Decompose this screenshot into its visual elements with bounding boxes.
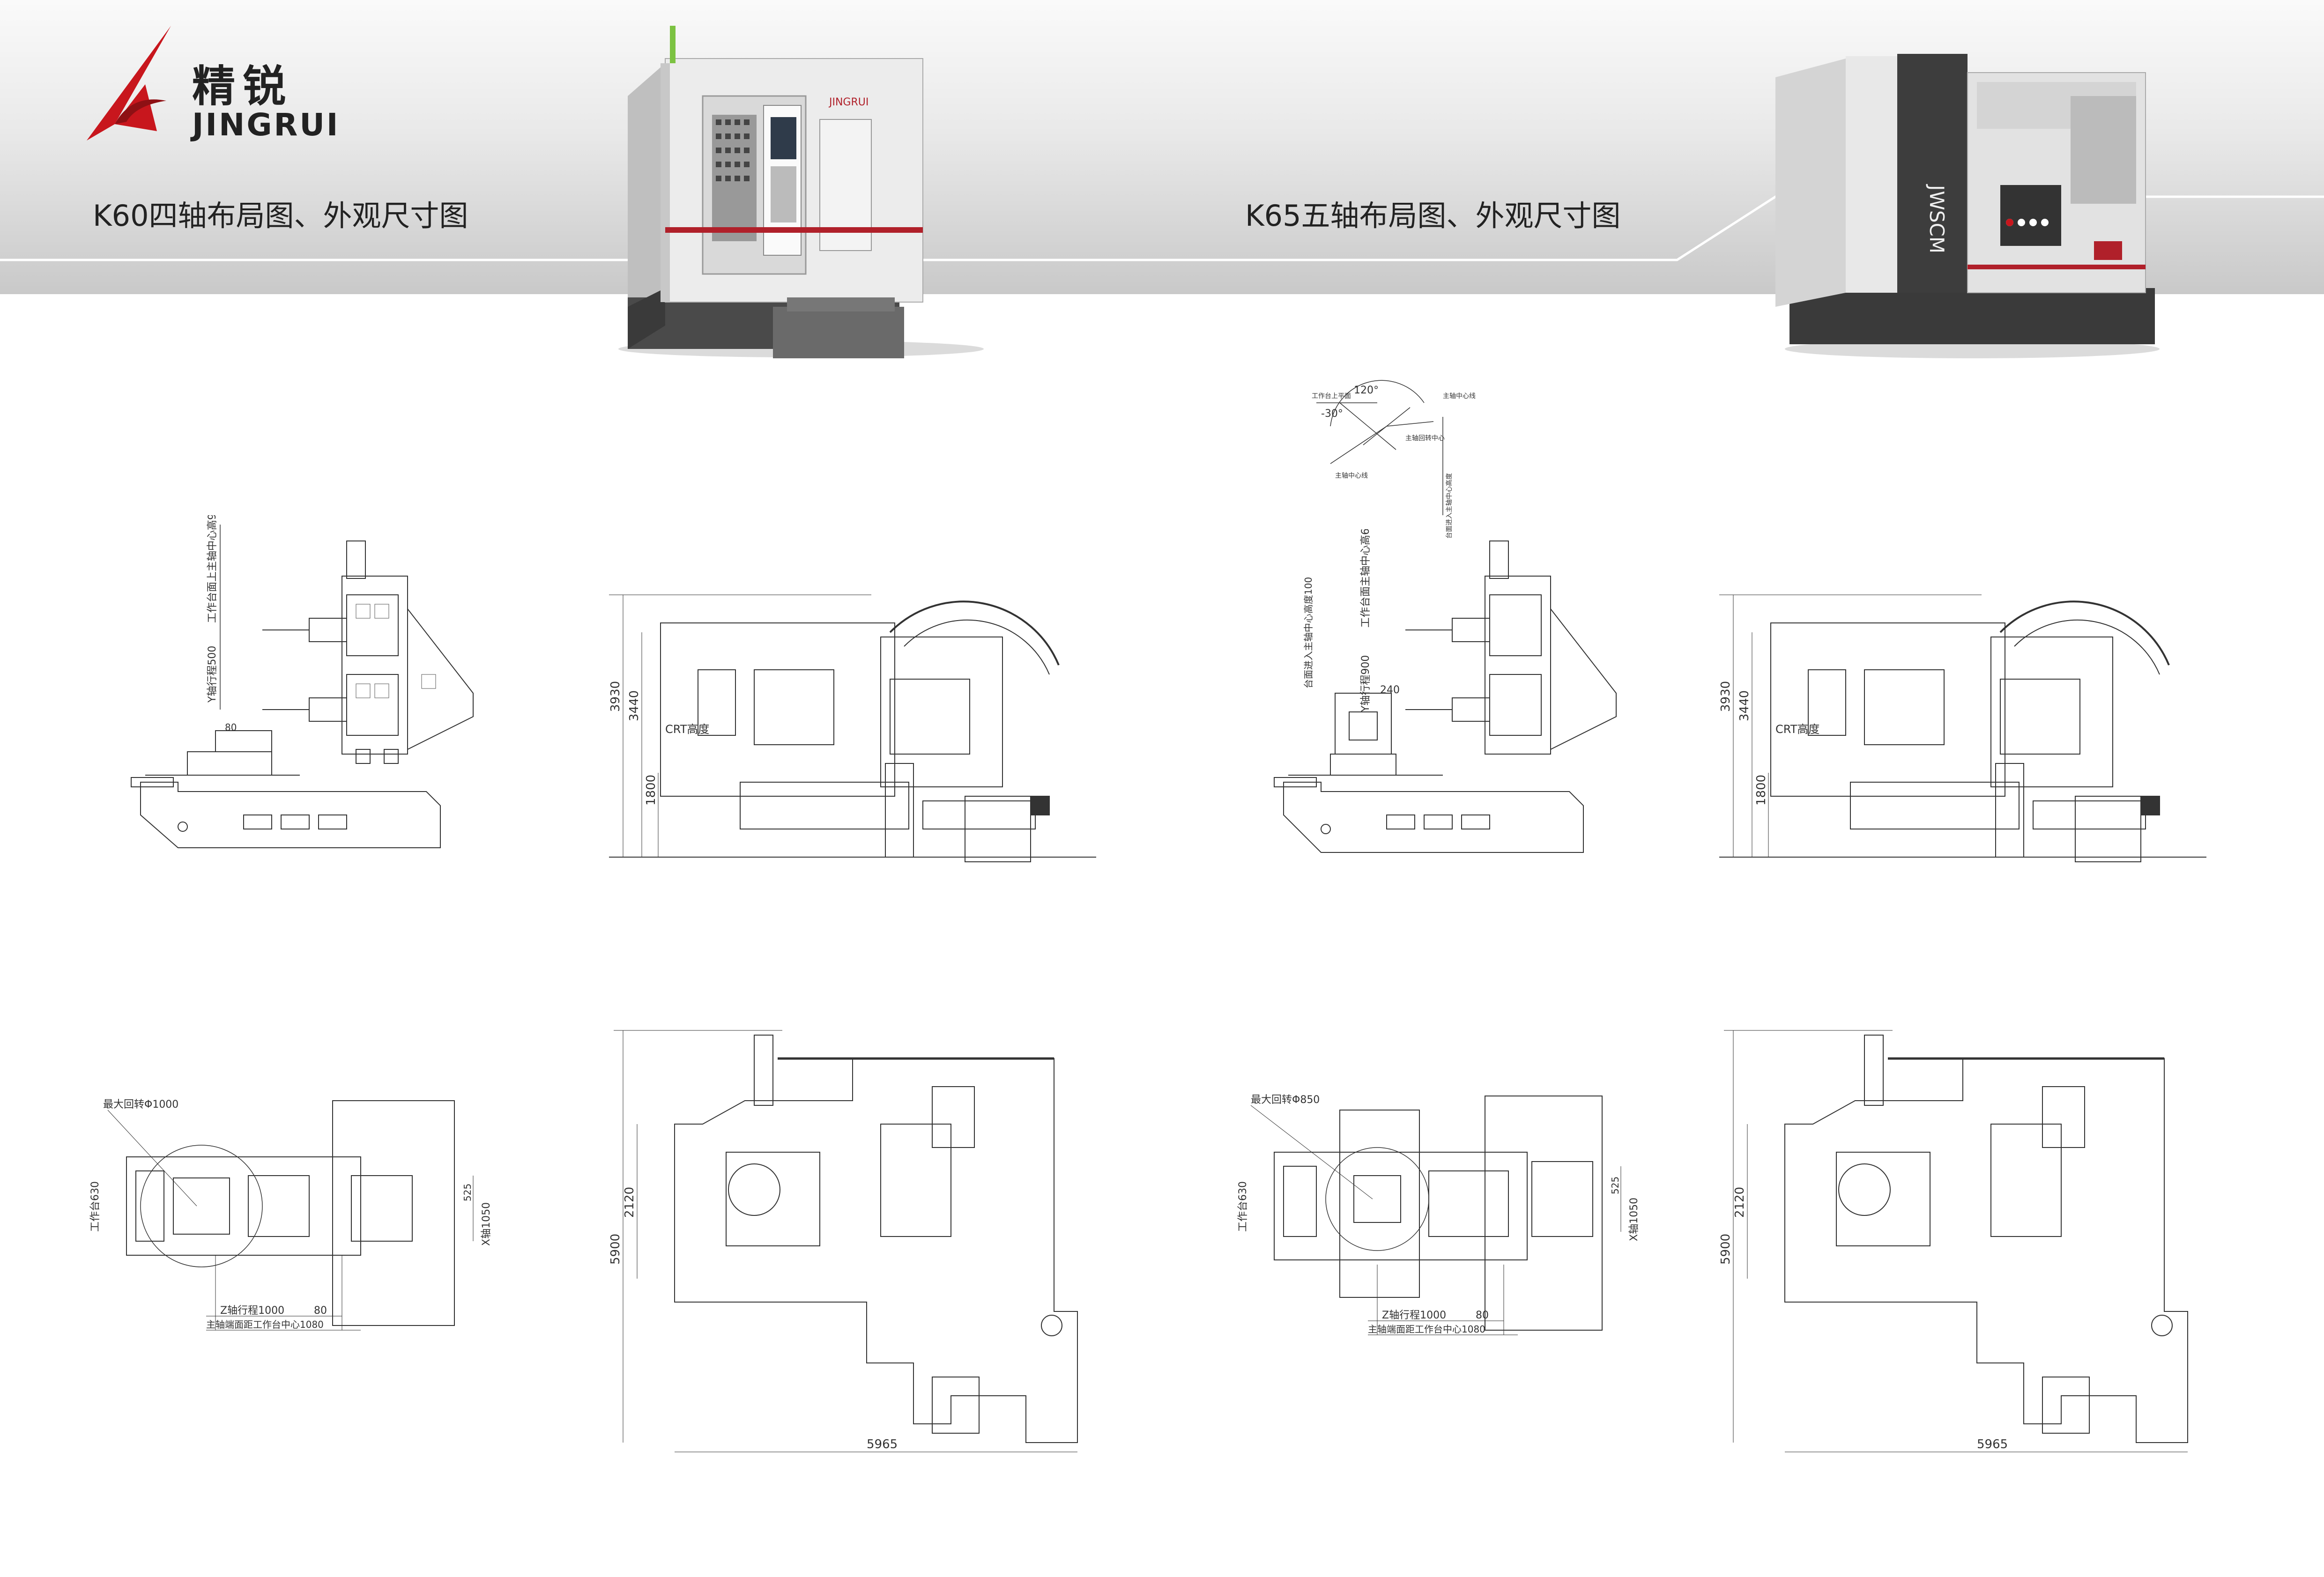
k60-front-view-drawing: 3930 3440 1800 CRT高度 xyxy=(609,594,1096,862)
k65-dim-240: 240 xyxy=(1380,684,1400,696)
k60-plan-view-drawing: 最大回转Φ1000 工作台630 Z轴行程1000 80 主轴端面距工作台中心1… xyxy=(89,1099,492,1331)
k65-dim-y: Y轴行程900 xyxy=(1360,655,1372,712)
k65-front-h1: 3930 xyxy=(1719,681,1733,712)
angle-30: -30° xyxy=(1321,408,1343,420)
angle-label-2: 主轴中心线 xyxy=(1443,392,1476,400)
k65-plan-view-drawing: 最大回转Φ850 工作台630 Z轴行程1000 80 主轴端面距工作台中心10… xyxy=(1237,1094,1640,1335)
k65-plan-rot: 最大回转Φ850 xyxy=(1251,1094,1320,1106)
k60-title: K60四轴布局图、外观尺寸图 xyxy=(93,199,468,233)
brand-name-en: JINGRUI xyxy=(192,107,340,143)
k60-plan-x2: 525 xyxy=(462,1184,473,1201)
k60-dim-small: 80 xyxy=(225,722,237,733)
k60-front-h1: 3930 xyxy=(609,681,623,712)
k65-plan-dist: 主轴端面距工作台中心1080 xyxy=(1368,1324,1485,1335)
k65-floor-w: 5965 xyxy=(1977,1437,2008,1451)
k60-floor-h2: 2120 xyxy=(623,1187,637,1218)
k65-machine-brand: JWSCM xyxy=(1925,184,1948,253)
k60-front-h2: 3440 xyxy=(627,690,641,721)
k65-plan-z: Z轴行程1000 xyxy=(1382,1310,1446,1321)
k65-floor-h2: 2120 xyxy=(1733,1187,1747,1218)
svg-text:JINGRUI: JINGRUI xyxy=(828,96,869,108)
k65-front-h2: 3440 xyxy=(1737,690,1752,721)
k60-front-crt: CRT高度 xyxy=(665,723,709,736)
k60-plan-dist: 主轴端面距工作台中心1080 xyxy=(206,1319,324,1330)
k65-floor-plan-drawing: 5900 2120 5965 xyxy=(1719,1030,2188,1452)
angle-label-3: 主轴中心线 xyxy=(1335,472,1368,480)
angle-label-1: 工作台上平面 xyxy=(1312,392,1351,400)
k60-plan-z: Z轴行程1000 xyxy=(220,1305,284,1317)
k65-dim-top: 工作台面主轴中心高650 xyxy=(1360,529,1372,628)
k60-plan-tab: 工作台630 xyxy=(89,1181,101,1232)
k60-plan-rot: 最大回转Φ1000 xyxy=(103,1099,178,1111)
k65-dim-left: 台面进入主轴中心高度100 xyxy=(1303,577,1314,689)
angle-label-5: 台面进入主轴中心高度 xyxy=(1445,473,1453,539)
angle-label-4: 主轴回转中心 xyxy=(1405,435,1445,442)
brand-name-cn: 精锐 xyxy=(192,61,294,111)
k60-floor-w: 5965 xyxy=(867,1437,898,1451)
k65-machine-photo: JWSCM xyxy=(1775,54,2160,358)
k65-plan-x: X轴1050 xyxy=(1628,1198,1640,1241)
angle-120: 120° xyxy=(1354,385,1379,396)
k65-plan-tab: 工作台630 xyxy=(1237,1181,1249,1232)
k65-plan-z2: 80 xyxy=(1476,1310,1489,1321)
k65-floor-h: 5900 xyxy=(1719,1234,1733,1265)
k60-dim-y: Y轴行程500 xyxy=(207,646,218,703)
k65-angle-diagram: 120° -30° 工作台上平面 主轴中心线 主轴中心线 主轴回转中心 台面进入… xyxy=(1312,380,1476,539)
k60-floor-plan-drawing: 5900 2120 5965 xyxy=(609,1030,1078,1452)
k65-front-crt: CRT高度 xyxy=(1775,723,1819,736)
k65-front-h3: 1800 xyxy=(1754,775,1768,806)
k60-plan-z2: 80 xyxy=(314,1305,327,1317)
k60-side-view-drawing: 工作台面上主轴中心高980 Y轴行程500 80 xyxy=(131,515,474,848)
k60-machine-photo: JINGRUI xyxy=(618,26,984,358)
k60-front-h3: 1800 xyxy=(644,775,658,806)
k65-title: K65五轴布局图、外观尺寸图 xyxy=(1245,199,1621,233)
jingrui-logo xyxy=(87,26,171,141)
k65-side-view-drawing: 工作台面主轴中心高650 Y轴行程900 台面进入主轴中心高度100 240 xyxy=(1274,529,1617,853)
k60-floor-h: 5900 xyxy=(609,1234,623,1265)
k60-dim-top: 工作台面上主轴中心高980 xyxy=(207,515,218,623)
k60-plan-x: X轴1050 xyxy=(481,1202,492,1246)
k65-front-view-drawing: 3930 3440 1800 CRT高度 xyxy=(1719,594,2206,862)
k65-plan-x2: 525 xyxy=(1610,1177,1621,1194)
